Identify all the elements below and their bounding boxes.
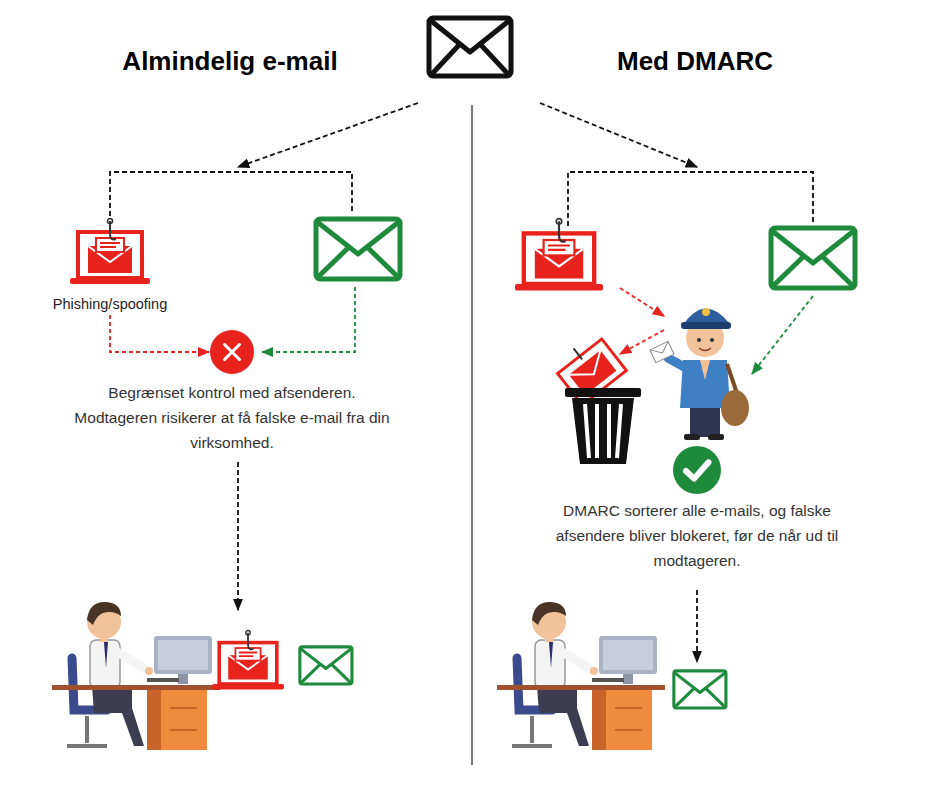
- check-mark: [686, 462, 709, 478]
- split-bracket: [568, 172, 813, 226]
- divider-line: [471, 105, 472, 765]
- phishing-node: Phishing/spoofing: [49, 216, 171, 312]
- phishing-flow-arrow: [620, 288, 664, 316]
- phishing-laptop: [212, 630, 284, 689]
- laptop-icon: [70, 219, 150, 285]
- envelope-icon: [429, 18, 511, 76]
- legit-flow-arrow: [752, 296, 813, 374]
- icon-label: Phishing/spoofing: [49, 294, 171, 312]
- postman: [650, 308, 749, 440]
- split-bracket: [110, 172, 352, 216]
- flow-arrow: [540, 103, 697, 167]
- laptop-icon: [70, 216, 150, 294]
- cross-mark: [210, 330, 254, 374]
- column-heading: Almindelig e-mail: [122, 46, 337, 77]
- legit-envelope: [674, 671, 726, 708]
- check-mark: [673, 446, 721, 494]
- phishing-laptop: [515, 219, 603, 291]
- flow-arrow: [238, 103, 418, 167]
- column-heading: Med DMARC: [617, 46, 773, 77]
- legit-envelope: [316, 219, 400, 279]
- status-caption: Begrænset kontrol med afsenderen. Modtag…: [67, 380, 397, 455]
- status-caption: DMARC sorterer alle e-mails, og falske a…: [535, 498, 860, 573]
- status-node: Begrænset kontrol med afsenderen. Modtag…: [210, 330, 254, 374]
- cross-mark: [225, 345, 240, 360]
- phishing-flow-arrow: [110, 315, 209, 352]
- legit-flow-arrow: [262, 287, 355, 352]
- legit-envelope: [771, 228, 855, 288]
- flow-arrow: [696, 590, 698, 662]
- legit-envelope: [300, 647, 352, 684]
- status-node: DMARC sorterer alle e-mails, og falske a…: [673, 446, 721, 494]
- trash-can: [551, 331, 641, 464]
- flow-arrow: [237, 462, 239, 610]
- recipient-desk: [497, 602, 665, 750]
- recipient-desk: [52, 602, 220, 750]
